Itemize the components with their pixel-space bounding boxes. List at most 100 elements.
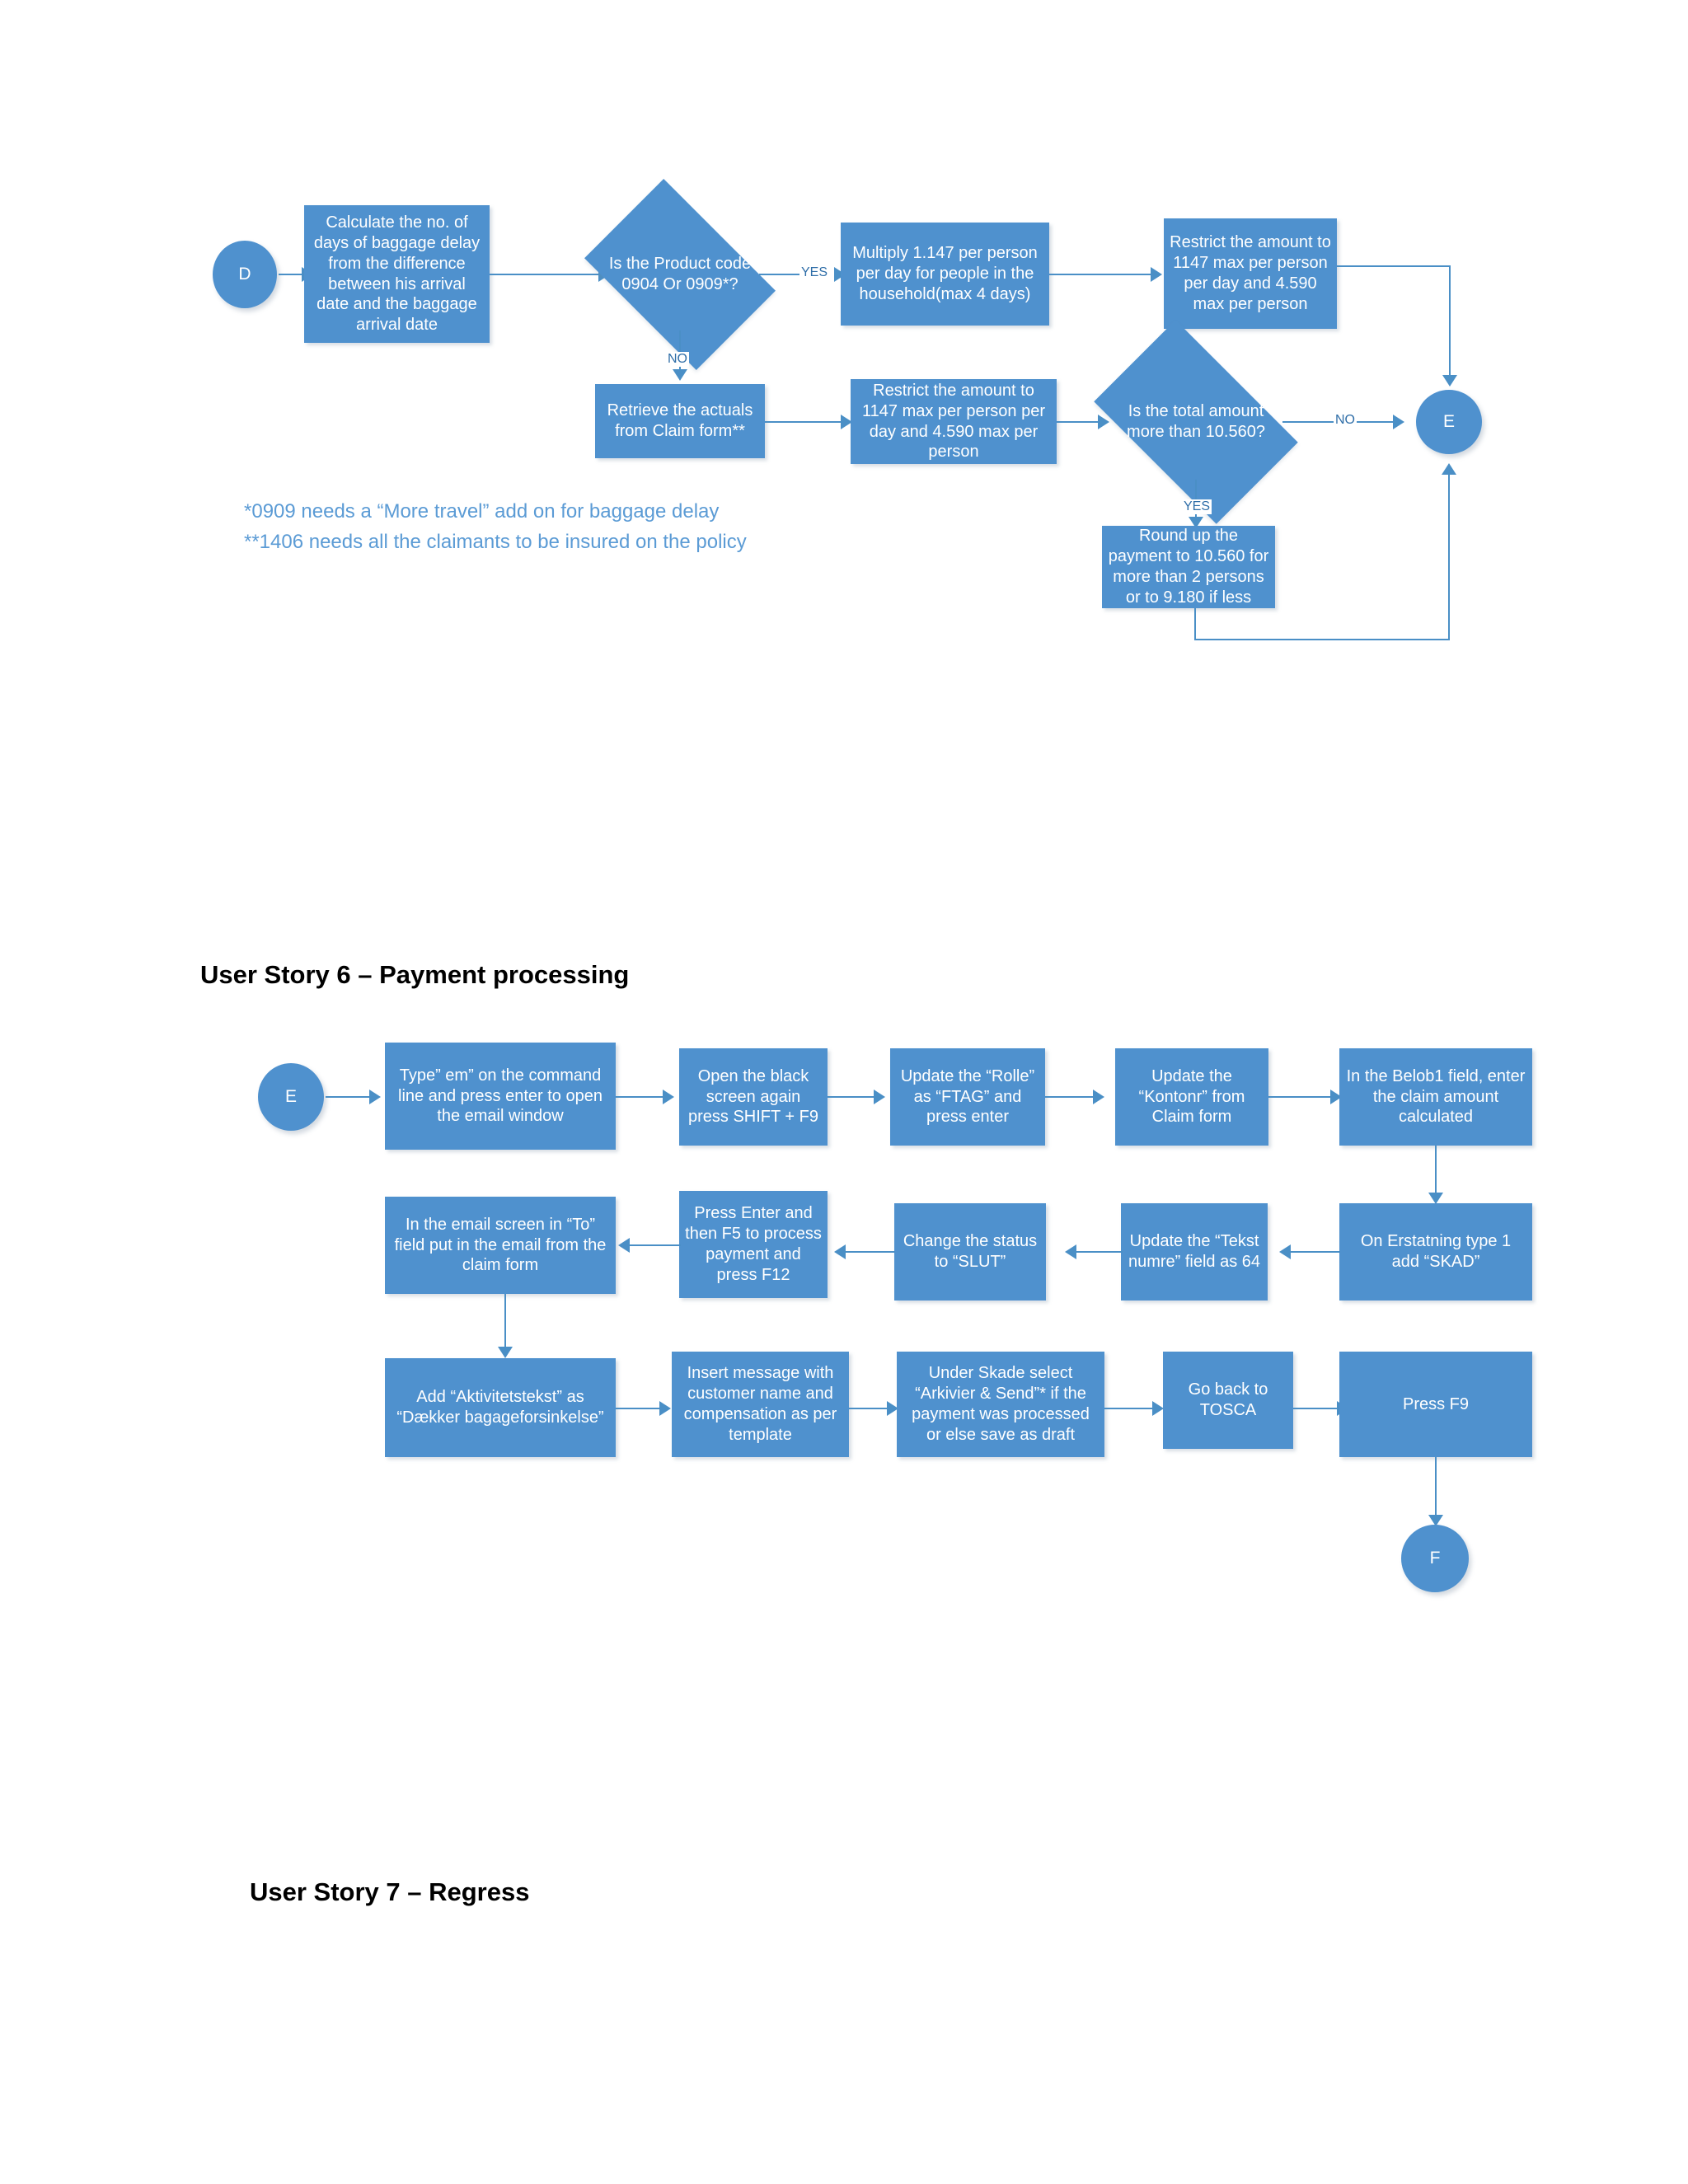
arrowhead-right: [1330, 1090, 1342, 1104]
node-label: E: [284, 1086, 297, 1106]
connector-tekstnumre-to-slut: [1071, 1251, 1123, 1253]
connector-restrict-top-right: [1337, 265, 1451, 267]
arrowhead-right: [659, 1401, 671, 1416]
node-round-up[interactable]: Round up the payment to 10.560 for more …: [1102, 526, 1275, 608]
footnotes-text: *0909 needs a “More travel” add on for b…: [244, 500, 747, 554]
node-label: Change the status to “SLUT”: [903, 1232, 1038, 1271]
node-start-e-payment[interactable]: E: [258, 1063, 324, 1131]
node-aktivitetstekst[interactable]: Add “Aktivitetstekst” as “Dækker bagagef…: [385, 1358, 616, 1457]
node-end-e-baggage[interactable]: E: [1416, 390, 1482, 454]
heading-user-story-6: User Story 6 – Payment processing: [200, 960, 630, 989]
connector-calculate-to-productcode: [490, 274, 601, 275]
connector-e-to-typeem: [326, 1096, 371, 1098]
connector-restrict-bottom-to-total: [1057, 421, 1100, 423]
node-total-amount-decision[interactable]: Is the total amount more than 10.560?: [1094, 320, 1298, 524]
arrowhead-left: [834, 1244, 846, 1259]
arrowhead-left: [1279, 1244, 1291, 1259]
connector-productcode-no: [679, 330, 681, 372]
node-label: Add “Aktivitetstekst” as “Dækker bagagef…: [396, 1388, 604, 1427]
arrowhead-up: [1442, 463, 1456, 475]
node-label: Update the “Tekst numre” field as 64: [1128, 1232, 1261, 1271]
node-label: Type” em” on the command line and press …: [398, 1066, 603, 1126]
edge-label-yes: YES: [1182, 499, 1212, 514]
connector-tosca-to-pressf9: [1293, 1408, 1341, 1409]
node-multiply[interactable]: Multiply 1.147 per person per day for pe…: [841, 223, 1049, 326]
arrowhead-right: [874, 1090, 885, 1104]
arrowhead-down: [673, 369, 687, 381]
node-label: Insert message with customer name and co…: [683, 1364, 837, 1444]
node-type-em[interactable]: Type” em” on the command line and press …: [385, 1043, 616, 1150]
node-label: In the email screen in “To” field put in…: [394, 1215, 607, 1275]
node-press-enter-f5[interactable]: Press Enter and then F5 to process payme…: [679, 1191, 828, 1298]
edge-label-no: NO: [1334, 413, 1357, 428]
node-status-slut[interactable]: Change the status to “SLUT”: [894, 1203, 1046, 1301]
connector-insertmessage-to-arkivier: [849, 1408, 890, 1409]
arrowhead-right: [1093, 1090, 1104, 1104]
node-label: F: [1429, 1548, 1441, 1568]
node-open-black-screen[interactable]: Open the black screen again press SHIFT …: [679, 1048, 828, 1146]
connector-roundup-right: [1194, 639, 1450, 640]
connector-aktivitetstekst-to-insertmessage: [616, 1408, 661, 1409]
arrowhead-right: [1393, 415, 1404, 429]
arrowhead-right: [1151, 267, 1162, 282]
connector-enterf5-to-emailto: [626, 1244, 681, 1246]
node-go-back-tosca[interactable]: Go back to TOSCA: [1163, 1352, 1293, 1449]
node-label: Press F9: [1402, 1394, 1470, 1413]
node-label: Open the black screen again press SHIFT …: [687, 1066, 818, 1127]
connector-slut-to-enterf5: [841, 1251, 895, 1253]
arrowhead-right: [663, 1090, 674, 1104]
node-label: Is the total amount more than 10.560?: [1127, 402, 1265, 441]
connector-emailto-down: [504, 1294, 506, 1352]
node-label: Press Enter and then F5 to process payme…: [685, 1204, 822, 1284]
node-retrieve-actuals[interactable]: Retrieve the actuals from Claim form**: [595, 384, 765, 458]
node-label: On Erstatning type 1 add “SKAD”: [1360, 1232, 1512, 1271]
node-label: Restrict the amount to 1147 max per pers…: [862, 381, 1045, 462]
arrowhead-down: [1428, 1515, 1443, 1526]
node-press-f9[interactable]: Press F9: [1339, 1352, 1532, 1457]
node-tekst-numre[interactable]: Update the “Tekst numre” field as 64: [1121, 1203, 1268, 1301]
node-update-kontonr[interactable]: Update the “Kontonr” from Claim form: [1115, 1048, 1268, 1146]
node-label: Retrieve the actuals from Claim form**: [607, 401, 753, 440]
connector-erstatning-to-tekstnumre: [1286, 1251, 1340, 1253]
connector-productcode-yes: [759, 274, 815, 275]
node-restrict-top[interactable]: Restrict the amount to 1147 max per pers…: [1164, 218, 1337, 329]
connector-kontonr-to-belob1: [1268, 1096, 1334, 1098]
node-calculate-days[interactable]: Calculate the no. of days of baggage del…: [304, 205, 490, 343]
connector-pressf9-down: [1435, 1457, 1437, 1519]
connector-restrict-top-down: [1449, 265, 1451, 379]
node-start-d[interactable]: D: [213, 241, 277, 308]
arrowhead-down: [498, 1347, 513, 1358]
connector-belob1-down: [1435, 1146, 1437, 1197]
node-label: Is the Product code 0904 Or 0909*?: [608, 255, 752, 293]
arrowhead-down: [1189, 517, 1203, 528]
node-restrict-bottom[interactable]: Restrict the amount to 1147 max per pers…: [851, 379, 1057, 464]
arrowhead-right: [841, 415, 852, 429]
node-end-f[interactable]: F: [1401, 1525, 1469, 1592]
connector-openblack-to-rolle: [828, 1096, 877, 1098]
arrowhead-right: [1152, 1401, 1164, 1416]
node-label: Calculate the no. of days of baggage del…: [313, 213, 481, 335]
connector-d-to-calculate: [279, 274, 303, 275]
connector-arkivier-to-tosca: [1104, 1408, 1156, 1409]
node-belob1[interactable]: In the Belob1 field, enter the claim amo…: [1339, 1048, 1532, 1146]
node-product-code-decision[interactable]: Is the Product code 0904 Or 0909*?: [584, 179, 776, 370]
arrowhead-down: [1442, 375, 1457, 387]
node-label: Round up the payment to 10.560 for more …: [1108, 527, 1269, 607]
node-erstatning-skad[interactable]: On Erstatning type 1 add “SKAD”: [1339, 1203, 1532, 1301]
node-insert-message[interactable]: Insert message with customer name and co…: [672, 1352, 849, 1457]
connector-roundup-down: [1194, 608, 1196, 640]
connector-retrieve-to-restrict-bottom: [765, 421, 843, 423]
node-label: Update the “Rolle” as “FTAG” and press e…: [900, 1066, 1035, 1127]
node-email-to-field[interactable]: In the email screen in “To” field put in…: [385, 1197, 616, 1294]
connector-typeem-to-openblack: [616, 1096, 665, 1098]
edge-label-no: NO: [666, 352, 689, 367]
arrowhead-right: [1098, 415, 1109, 429]
node-update-rolle[interactable]: Update the “Rolle” as “FTAG” and press e…: [890, 1048, 1045, 1146]
node-label: In the Belob1 field, enter the claim amo…: [1346, 1066, 1526, 1127]
heading-user-story-7: User Story 7 – Regress: [250, 1877, 530, 1906]
node-label: Restrict the amount to 1147 max per pers…: [1170, 233, 1331, 313]
node-arkivier-send[interactable]: Under Skade select “Arkivier & Send”* if…: [897, 1352, 1104, 1457]
node-label: Update the “Kontonr” from Claim form: [1138, 1066, 1245, 1127]
arrowhead-down: [1428, 1193, 1443, 1204]
